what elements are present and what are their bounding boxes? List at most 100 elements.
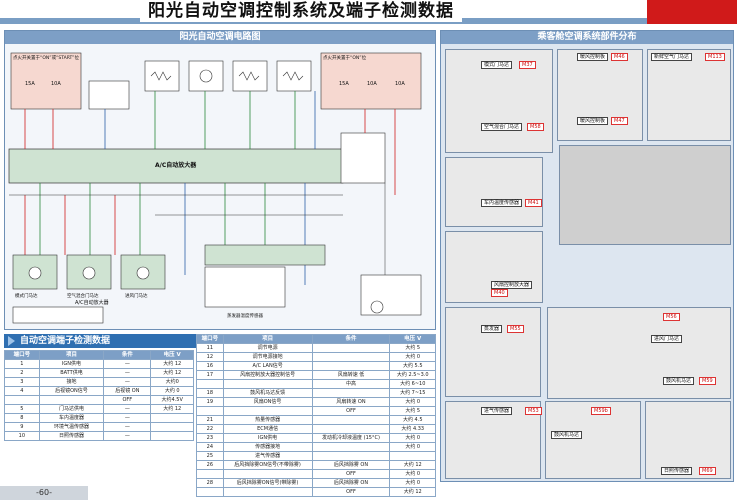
table-cell: 大约 12 xyxy=(150,404,194,414)
table-cell: 大约 0 xyxy=(389,442,436,452)
photo-blower xyxy=(547,307,731,399)
table-cell: 传感器接地 xyxy=(222,442,313,452)
relay-box xyxy=(88,80,130,110)
part-label-fresh-air: 新鲜空气门马达 xyxy=(651,53,693,61)
blue-wires xyxy=(104,91,316,285)
motor-label-1: 模式门马达 xyxy=(15,292,38,299)
table-cell: 大约 5 xyxy=(389,343,436,353)
table-cell: 车内温度器 xyxy=(38,413,105,423)
part-code-mode-door: M37 xyxy=(519,61,536,69)
data-section-header: 自动空调端子检测数据 xyxy=(4,334,204,348)
table-cell: 接地 xyxy=(38,377,105,387)
table-cell xyxy=(4,395,40,405)
table-cell: BATT供电 xyxy=(38,368,105,378)
part-code-inside-sensor: M41 xyxy=(525,199,542,207)
fuse-title-left: 点火开关置于“ON”或“START”位 xyxy=(13,54,80,61)
amplifier-label: A/C自动放大器 xyxy=(155,161,197,169)
table-cell: 调节电源接地 xyxy=(222,352,313,362)
table-cell: 大约 5 xyxy=(389,406,436,416)
table-cell: 大约0 xyxy=(150,377,194,387)
col-header: 电压 V xyxy=(150,350,194,360)
fuse-box-left xyxy=(10,52,82,110)
parts-panel: 乘客舱空调系统部件分布 模式门马达 M37 空气混合门马达 M58 暖风控制板 … xyxy=(440,30,734,482)
table-cell: 风扇控制放大器控制信号 xyxy=(222,370,313,380)
evap-sensor-box xyxy=(204,266,286,308)
table-cell: — xyxy=(103,422,152,432)
table-cell: 10 xyxy=(4,431,40,441)
photo-fresh-air xyxy=(647,49,731,141)
part-label-blower-1: 鼓风机马达 xyxy=(663,377,695,385)
table-cell: 19 xyxy=(196,397,224,407)
table-cell: 大约4.5V xyxy=(150,395,194,405)
table-cell: 大约 0 xyxy=(389,397,436,407)
part-label-blower-2: 鼓风机马达 xyxy=(551,431,583,439)
table-cell: 后视镜ON信号 xyxy=(38,386,105,396)
photo-control-panel xyxy=(557,49,643,141)
table-cell: 发动机冷却液温度 (15°C) xyxy=(311,433,391,443)
ecm-box xyxy=(204,244,326,266)
col-header: 条件 xyxy=(103,350,152,360)
table-cell: A/C LAN信号 xyxy=(222,361,313,371)
table-header-row: 端口号 项目 条件 电压 V xyxy=(196,334,436,344)
black-wires xyxy=(9,183,386,295)
table-cell xyxy=(311,388,391,398)
table-cell: 大约 5.5 xyxy=(389,361,436,371)
table-cell: 后风挡除雾 ON xyxy=(311,460,391,470)
evap-sensor-label: 蒸发器温度传感器 xyxy=(227,312,263,319)
table-cell: 环境气温传感器 xyxy=(38,422,105,432)
fuse-1: 15A xyxy=(25,81,35,87)
table-cell: 26 xyxy=(196,460,224,470)
table-cell: — xyxy=(103,359,152,369)
table-cell: OFF xyxy=(311,406,391,416)
part-label-sun-sensor: 日照传感器 xyxy=(661,467,693,475)
table-cell xyxy=(196,406,224,416)
table-cell: 门马达供电 xyxy=(38,404,105,414)
table-cell: — xyxy=(103,377,152,387)
col-header: 电压 V xyxy=(389,334,436,344)
fuse-6: 10A xyxy=(395,81,405,87)
part-label-intake-sensor: 进气传感器 xyxy=(481,407,513,415)
table-cell: 17 xyxy=(196,370,224,380)
table-cell xyxy=(222,379,313,389)
wiring-diagram-panel: 阳光自动空调电路图 点火开关置于“ON”或“START”位 点火开关置于“ON”… xyxy=(4,30,436,330)
fuse-title-right: 点火开关置于“ON”位 xyxy=(323,54,367,61)
fuse-2: 10A xyxy=(51,81,61,87)
sensor-box-1 xyxy=(144,60,180,92)
part-code-air-mix: M58 xyxy=(527,123,544,131)
part-code-intake-door: M56 xyxy=(663,313,680,321)
sensor-box-4 xyxy=(276,60,312,92)
part-code-blower-2: M59b xyxy=(591,407,611,415)
fuse-4: 15A xyxy=(339,81,349,87)
motor-label-2: 空气混合门马达 xyxy=(67,292,99,299)
table-cell: 5 xyxy=(4,404,40,414)
part-code-blower-1: M59 xyxy=(699,377,716,385)
table-cell xyxy=(311,352,391,362)
table-cell: 大约 12 xyxy=(150,359,194,369)
table-cell: IGN供电 xyxy=(38,359,105,369)
part-code-intake-sensor: M53 xyxy=(525,407,542,415)
relay-bottom-box xyxy=(360,274,422,316)
table-cell: 风扇ON信号 xyxy=(222,397,313,407)
table-cell xyxy=(222,487,313,497)
part-code-fan-amp: M40 xyxy=(491,289,508,297)
table-cell: 大约 12 xyxy=(389,460,436,470)
table-cell: 大约 4.5 xyxy=(389,415,436,425)
part-label-mode-door: 模式门马达 xyxy=(481,61,513,69)
table-cell: 9 xyxy=(4,422,40,432)
